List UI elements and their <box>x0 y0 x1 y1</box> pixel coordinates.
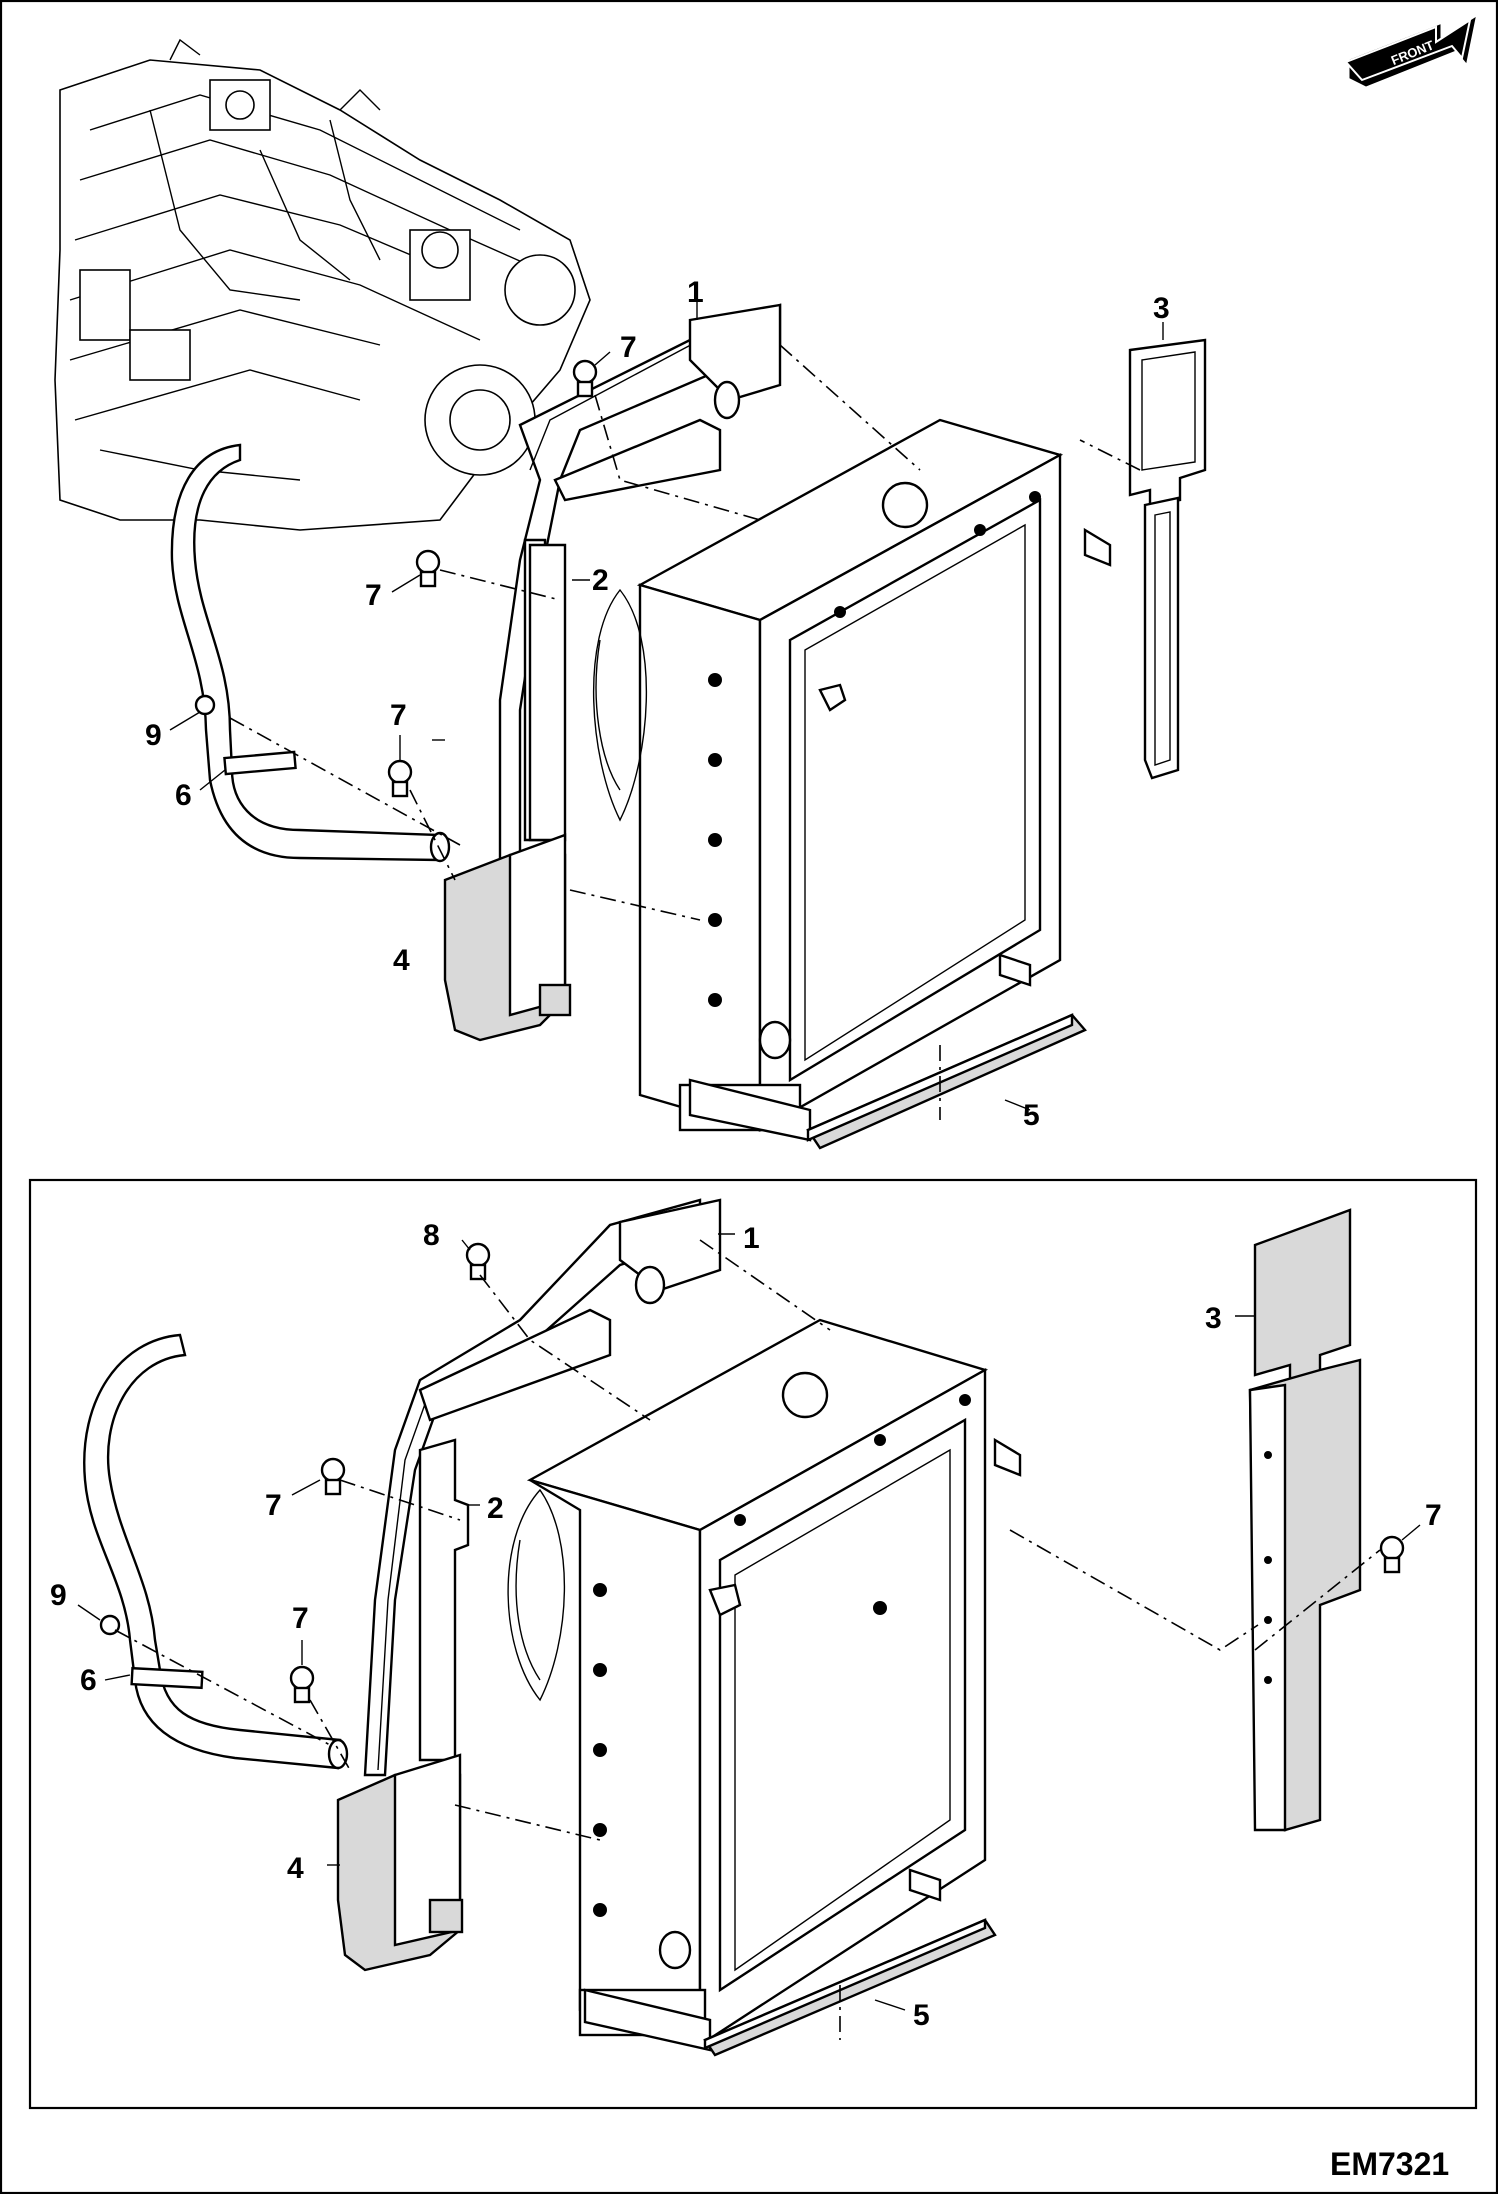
engine-block <box>54 38 591 531</box>
lower-variant-frame <box>28 1178 1478 2110</box>
hose-6 <box>170 443 451 863</box>
callout-7: 7 <box>365 579 382 612</box>
callout-5: 5 <box>1023 1099 1040 1132</box>
front-arrow-icon: FRONT <box>1344 16 1476 87</box>
shroud-2 <box>523 538 567 842</box>
callout-1: 1 <box>743 1222 760 1255</box>
shroud-4 <box>336 1753 464 1972</box>
callout-3: 3 <box>1153 292 1170 325</box>
flange-nut-7-icon <box>289 1665 315 1704</box>
callout-1: 1 <box>687 276 704 309</box>
bolt-9-icon <box>99 1614 121 1636</box>
flange-nut-8-icon <box>465 1242 491 1281</box>
radiator <box>592 418 1112 1142</box>
bottom-assembly: 1 2 3 4 5 6 7 7 7 8 9 <box>50 1198 1442 2057</box>
hose-6 <box>83 1333 349 1770</box>
callout-7: 7 <box>1425 1499 1442 1532</box>
flange-nut-7-icon <box>320 1457 346 1496</box>
callout-7: 7 <box>292 1602 309 1635</box>
callout-3: 3 <box>1205 1302 1222 1335</box>
callout-2: 2 <box>487 1492 504 1525</box>
callout-7: 7 <box>390 699 407 732</box>
callout-5: 5 <box>913 1999 930 2032</box>
flange-nut-7-icon <box>1379 1535 1405 1574</box>
callout-4: 4 <box>287 1852 304 1885</box>
seal-3 <box>1248 1208 1362 1832</box>
radiator <box>507 1318 1022 2052</box>
callout-9: 9 <box>145 719 162 752</box>
drawing-code: EM7321 <box>1330 2146 1449 2182</box>
callout-9: 9 <box>50 1579 67 1612</box>
callout-6: 6 <box>80 1664 97 1697</box>
callout-4: 4 <box>393 944 410 977</box>
callout-6: 6 <box>175 779 192 812</box>
shroud-2 <box>418 1438 470 1762</box>
bolt-9-icon <box>194 694 216 716</box>
flange-nut-7-icon <box>572 359 598 398</box>
callout-7: 7 <box>265 1489 282 1522</box>
seal-5 <box>703 1918 997 2057</box>
seal-3 <box>1128 338 1207 780</box>
flange-nut-7-icon <box>387 759 413 798</box>
shroud-4 <box>443 833 572 1042</box>
callout-7: 7 <box>620 331 637 364</box>
callout-2: 2 <box>592 564 609 597</box>
top-assembly: 1 2 3 4 5 6 7 7 7 9 <box>54 38 1207 1150</box>
flange-nut-7-icon <box>415 549 441 588</box>
callout-8: 8 <box>423 1219 440 1252</box>
